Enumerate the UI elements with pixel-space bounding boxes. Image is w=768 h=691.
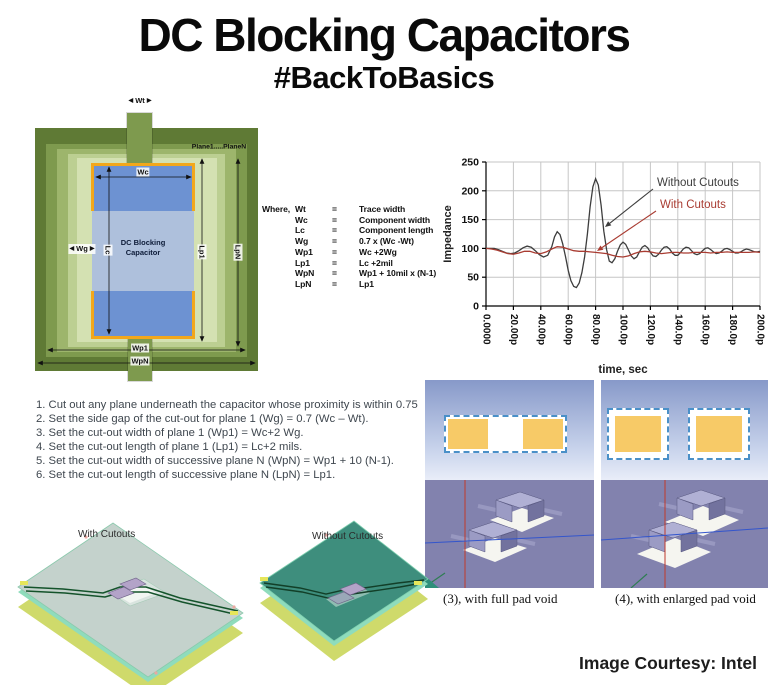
step-item: 6. Set the cut-out length of successive … [36,468,336,481]
panel4-void-outline-right [688,408,750,460]
step-item: 2. Set the side gap of the cut-out for p… [36,412,369,425]
panel3-3d-view [425,480,594,588]
panel3-pad-right [523,419,563,449]
panel3-pad-view [425,380,594,480]
wpn-label: WpN [130,356,150,366]
wg-label: ◀ Wg ▶ [68,244,96,254]
z-axis-line [630,573,648,588]
x-tick-label: 180.0p [727,314,738,345]
wt-label: ◀ Wt ▶ [128,96,152,105]
x-tick-label: 40.00p [535,314,546,345]
panel4-caption: (4), with enlarged pad void [615,591,756,606]
x-tick-label: 200.0p [755,314,766,345]
x-axis-title: time, sec [598,364,648,376]
trace-stub-top [126,112,153,165]
step-item: 5. Set the cut-out width of successive p… [36,454,394,467]
panel3-model [425,480,594,588]
panel4-void-outline-left [607,408,669,460]
component-label: DC Blocking Capacitor [120,238,166,257]
legend-row: Wp1=Wc +2Wg [295,246,397,257]
x-tick-label: 80.00p [590,314,601,345]
legend-row: Wc=Component width [295,214,431,225]
x-tick-label: 160.0p [700,314,711,345]
series-line [485,246,761,258]
board-with-cutouts [17,522,244,685]
x-tick-label: 120.0p [645,314,656,345]
y-tick-label: 150 [461,214,479,226]
board-right-label: Without Cutouts [312,531,384,542]
board-left-label: With Cutouts [78,529,136,540]
legend-prefix: Where, [262,204,291,214]
panel3-void-outline [444,415,567,453]
panel4-pad-right [696,416,742,452]
x-tick-label: 60.00p [563,314,574,345]
planes-label: Plane1.....PlaneN [191,143,247,151]
board-without-cutouts [259,520,429,661]
arrow-left-icon: ◀ [128,98,134,104]
panel4-model [601,480,768,588]
legend-row: Wg=0.7 x (Wc -Wt) [295,236,414,247]
impedance-chart: 0 50 100 150 200 250 0.0000 20.00p 40.00p 60.00p 8… [442,157,766,377]
image-credit: Image Courtesy: Intel [579,653,757,673]
arrow-right-icon: ▶ [146,98,152,104]
y-tick-label: 100 [461,243,479,255]
panel3-caption: (3), with full pad void [443,591,558,606]
where-legend: Where, Wt = Trace width Wc=Component wid… [262,204,452,290]
legend-row: WpN=Wp1 + 10mil x (N-1) [295,268,437,279]
series-annotation-label: With Cutouts [660,199,726,211]
y-tick-label: 200 [461,185,479,197]
y-axis-title: Impedance [442,205,454,262]
capacitor-layout-diagram: ◀ Wt ▶ Plane1.....PlaneN Wc ◀ Wg ▶ Lc Lp… [0,0,300,400]
legend-row: Lp1=Lc +2mil [295,257,393,268]
lp1-label: Lp1 [197,244,207,260]
pcb-boards [17,520,429,685]
y-tick-label: 250 [461,157,479,169]
step-item: 1. Cut out any plane underneath the capa… [36,399,418,411]
panel4-3d-view [601,480,768,588]
x-tick-label: 0.0000 [481,314,492,345]
design-steps-list: 1. Cut out any plane underneath the capa… [36,399,426,482]
annotation-arrow [601,210,657,249]
x-tick-label: 140.0p [672,314,683,345]
y-tick-label: 0 [473,301,479,313]
arrow-right-icon: ▶ [89,246,95,252]
arrow-left-icon: ◀ [69,246,75,252]
wc-label: Wc [136,167,150,177]
series-line [486,176,761,289]
legend-row: Lc=Component length [295,225,434,236]
page-title: DC Blocking Capacitors [138,9,632,61]
series-annotation-label: Without Cutouts [657,177,739,189]
panel3-pad-left [448,419,488,449]
legend-row: LpN=Lp1 [295,278,374,289]
x-tick-label: 20.00p [508,314,519,345]
y-axis-line [425,534,594,544]
step-item: 3. Set the cut-out width of plane 1 (Wp1… [36,426,304,439]
y-tick-label: 50 [467,272,479,284]
step-item: 4. Set the cut-out length of plane 1 (Lp… [36,440,303,453]
legend-row: Where, Wt = Trace width [262,204,406,214]
panel4-pad-left [615,416,661,452]
wp1-label: Wp1 [131,343,149,353]
panel4-pad-view [601,380,768,480]
lpn-label: LpN [233,243,243,261]
page-subtitle: #BackToBasics [273,60,495,95]
annotation-arrow [609,188,654,224]
y-axis-line [601,527,768,541]
x-tick-label: 100.0p [618,314,629,345]
